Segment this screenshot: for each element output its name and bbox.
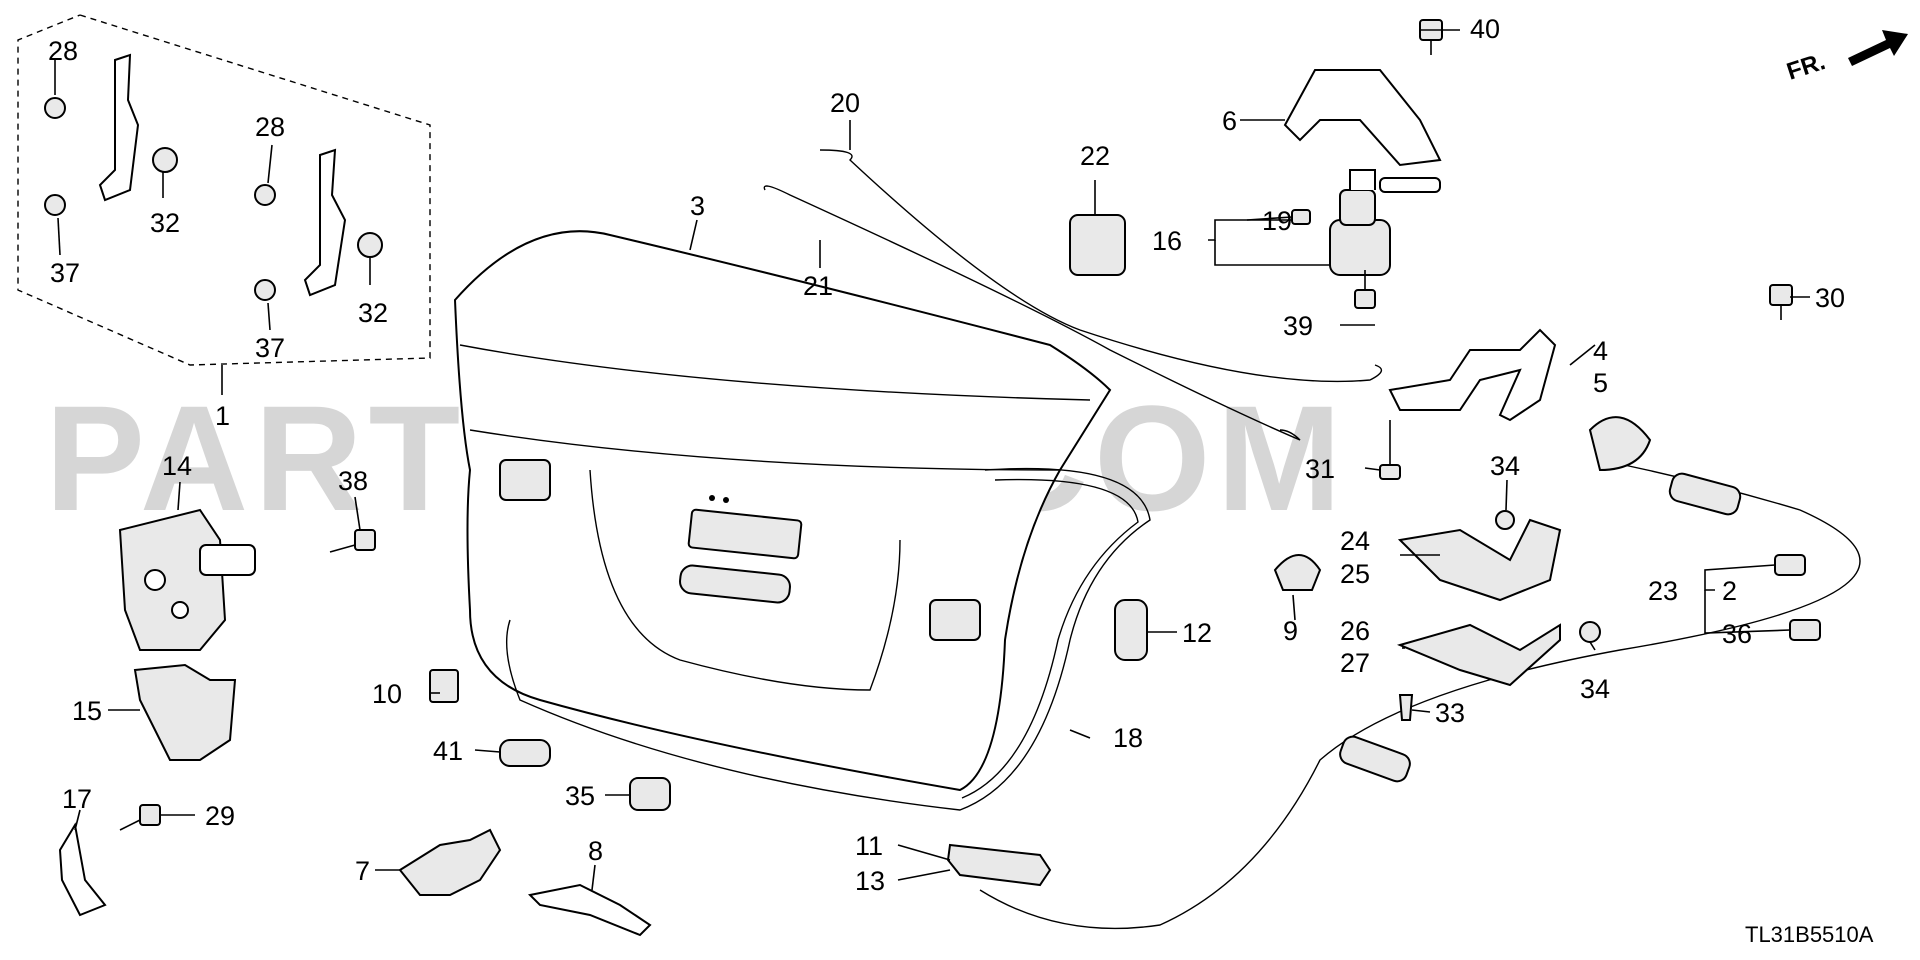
latch-cover-part	[133, 663, 237, 761]
bracket-part-17	[58, 822, 107, 917]
plug-part-35	[629, 777, 671, 811]
callout-11: 11	[855, 831, 883, 861]
callout-30: 30	[1815, 283, 1845, 313]
callout-17: 17	[62, 784, 92, 814]
callout-34b: 34	[1580, 674, 1610, 704]
callout-32a: 32	[150, 208, 180, 238]
leader-lines	[54, 29, 1810, 891]
callout-33: 33	[1435, 698, 1465, 728]
drawing-code: TL31B5510A	[1745, 922, 1874, 947]
hinge-bracket-part	[1283, 69, 1442, 167]
callout-23: 23	[1648, 576, 1678, 606]
clip-part-22	[1069, 214, 1126, 276]
cable-clip-36	[1789, 619, 1821, 641]
callout-26: 26	[1340, 616, 1370, 646]
callout-5: 5	[1593, 368, 1608, 398]
callout-20: 20	[830, 88, 860, 118]
grommet-part-12	[1114, 599, 1148, 661]
lamp-part-7	[398, 828, 502, 896]
callout-1: 1	[215, 401, 230, 431]
callout-38: 38	[338, 466, 368, 496]
callout-2: 2	[1722, 576, 1737, 606]
latch-bracket-assembly	[44, 53, 383, 301]
lock-cylinder-part	[1329, 169, 1441, 276]
callout-37b: 37	[255, 333, 285, 363]
callout-28a: 28	[48, 36, 78, 66]
plug-part-41	[499, 739, 551, 767]
trunk-latch-part	[118, 508, 256, 651]
direction-label: FR.	[1784, 48, 1829, 86]
callout-9: 9	[1283, 616, 1298, 646]
callout-16: 16	[1152, 226, 1182, 256]
callout-36: 36	[1722, 619, 1752, 649]
callout-6: 6	[1222, 106, 1237, 136]
callout-21: 21	[803, 271, 833, 301]
callout-29: 29	[205, 801, 235, 831]
callout-19: 19	[1262, 206, 1292, 236]
bracket-part-8	[527, 883, 652, 937]
callout-3: 3	[690, 191, 705, 221]
callout-40: 40	[1470, 14, 1500, 44]
callout-35: 35	[565, 781, 595, 811]
trunk-hinge-part	[1388, 328, 1557, 422]
front-direction-indicator: FR.	[1784, 30, 1908, 86]
callout-32b: 32	[358, 298, 388, 328]
cable-clip-2	[1774, 554, 1806, 576]
weatherstrip-part	[506, 467, 1151, 811]
callout-labels: 28 32 37 28 32 37 1 3 20 21 22 6 40 19 1…	[48, 14, 1845, 896]
torsion-bar-21	[763, 185, 1301, 441]
trunk-lid-part	[453, 230, 1112, 792]
callout-10: 10	[372, 679, 402, 709]
trunk-garnish-part-26	[1396, 623, 1561, 687]
callout-24: 24	[1340, 526, 1370, 556]
callout-31: 31	[1305, 454, 1335, 484]
callout-28b: 28	[255, 112, 285, 142]
plate-part-11	[946, 843, 1052, 887]
callout-27: 27	[1340, 648, 1370, 678]
callout-39: 39	[1283, 311, 1313, 341]
callout-22: 22	[1080, 141, 1110, 171]
callout-12: 12	[1182, 618, 1212, 648]
callout-8: 8	[588, 836, 603, 866]
callout-34a: 34	[1490, 451, 1520, 481]
callout-18: 18	[1113, 723, 1143, 753]
front-arrow-icon	[1848, 30, 1908, 66]
callout-13: 13	[855, 866, 885, 896]
pad-part-10	[429, 669, 459, 703]
callout-14: 14	[162, 451, 192, 481]
clip-part-9	[1273, 554, 1322, 591]
assembly-group-box	[17, 14, 431, 366]
callout-37a: 37	[50, 258, 80, 288]
callout-7: 7	[355, 856, 370, 886]
callout-4: 4	[1593, 336, 1608, 366]
callout-41: 41	[433, 736, 463, 766]
callout-25: 25	[1340, 559, 1370, 589]
torsion-bar-20	[819, 149, 1383, 383]
callout-15: 15	[72, 696, 102, 726]
trunk-garnish-part-24	[1397, 518, 1562, 602]
